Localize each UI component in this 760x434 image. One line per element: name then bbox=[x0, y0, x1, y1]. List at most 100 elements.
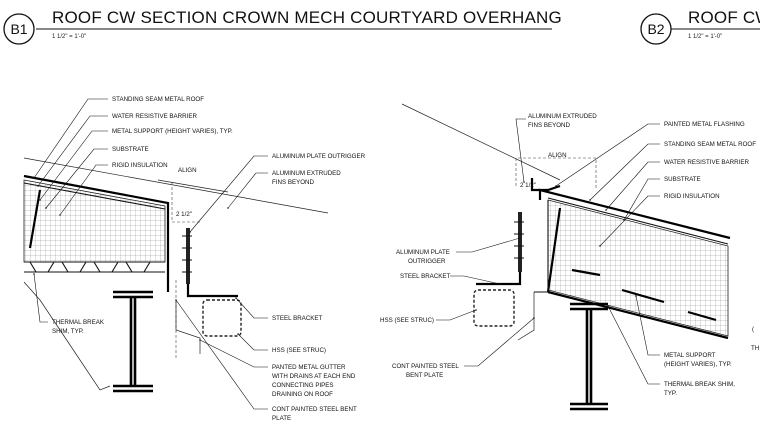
b2-edge-letter-1: ( bbox=[752, 326, 755, 333]
b1-align: ALIGN bbox=[178, 167, 197, 174]
b1-note-hss: HSS (SEE STRUC) bbox=[272, 347, 326, 354]
b1-steel-beam bbox=[113, 290, 153, 393]
b2-flashing bbox=[530, 178, 561, 192]
b2-edge-letter-2: TH bbox=[751, 345, 759, 352]
b1-leader-n12 bbox=[175, 299, 268, 410]
b2-note-hss: HSS (SEE STRUC) bbox=[380, 317, 434, 324]
b2-note-thermal-break-1: THERMAL BREAK SHIM, bbox=[664, 381, 735, 388]
b2-note-fins-2: FINS BEYOND bbox=[528, 122, 570, 129]
b2-steel-beam bbox=[570, 302, 608, 411]
b1-soffit bbox=[23, 281, 111, 391]
b1-barrier bbox=[23, 182, 166, 210]
b1-note-gutter-1: PANTED METAL GUTTER bbox=[272, 364, 346, 371]
b1-leader-n3 bbox=[39, 130, 108, 201]
b1-note-water-barrier: WATER RESISTIVE BARRIER bbox=[112, 113, 197, 120]
b1-note-steel-bracket: STEEL BRACKET bbox=[272, 315, 323, 322]
b2-tag: B2 bbox=[647, 21, 664, 37]
b1-note-bent-plate-1: CONT PAINTED STEEL BENT bbox=[272, 406, 357, 413]
b1-deck bbox=[24, 261, 165, 273]
b1-leader-n10 bbox=[237, 333, 268, 351]
b2-leader-m1 bbox=[515, 118, 526, 183]
b1-leader-n2 bbox=[37, 115, 108, 187]
b2-edge bbox=[534, 200, 549, 293]
b2-note-bent-plate-1: CONT PAINTED STEEL bbox=[392, 363, 459, 370]
b2-underside bbox=[547, 290, 729, 340]
b1-note-fins-2: FINS BEYOND bbox=[272, 179, 314, 186]
b2-leader-m9 bbox=[436, 309, 477, 321]
b2-leader-m6 bbox=[599, 195, 660, 247]
b2-hss bbox=[473, 289, 515, 327]
b1-leader-n1 bbox=[33, 98, 108, 179]
b2-outrigger-bolts bbox=[514, 221, 524, 259]
b2-leader-m5 bbox=[623, 178, 660, 221]
b2-slope-line bbox=[401, 103, 561, 181]
b1-note-gutter-3: CONNECTING PIPES bbox=[272, 382, 334, 389]
b1-note-substrate: SUBSTRATE bbox=[112, 146, 149, 153]
b2-leader-m4 bbox=[605, 161, 660, 211]
b1-gutter bbox=[175, 300, 201, 354]
b2-shims bbox=[571, 268, 717, 322]
b1-outrigger bbox=[186, 228, 190, 284]
b1-drawing: ALIGN 2 1/2" STANDING SEAM METAL ROOF WA… bbox=[23, 96, 366, 422]
b1-roof-slope-line bbox=[23, 157, 329, 214]
b1-tag-circle bbox=[3, 13, 35, 45]
b2-note-water-barrier: WATER RESISTIVE BARRIER bbox=[664, 159, 749, 166]
b2-leader-m7 bbox=[456, 237, 521, 253]
b2-note-metal-support-2: (HEIGHT VARIES), TYP. bbox=[664, 361, 732, 368]
b2-note-outrigger-1: ALUMINUM PLATE bbox=[396, 249, 450, 256]
b1-metal-roof bbox=[23, 174, 170, 222]
b1-note-gutter-2: WITH DRAINS AT EACH END bbox=[272, 373, 356, 380]
b2-bent-plate bbox=[517, 292, 535, 341]
b1-align-line bbox=[157, 179, 229, 193]
b1-header: B1 ROOF CW SECTION CROWN MECH COURTYARD … bbox=[3, 8, 562, 45]
b1-note-gutter-4: DRAINING ON ROOF bbox=[272, 391, 333, 398]
b2-note-thermal-break-2: TYP. bbox=[664, 390, 677, 397]
b1-leader-n8 bbox=[227, 172, 268, 209]
b1-leader-n5 bbox=[59, 164, 108, 216]
b2-barrier bbox=[547, 197, 729, 245]
b1-leader-n9 bbox=[235, 297, 268, 319]
b2-scale: 1 1/2" = 1'-0" bbox=[688, 34, 722, 40]
b1-note-thermal-break-2: SHIM, TYP. bbox=[52, 328, 84, 335]
b1-outrigger-bolts bbox=[182, 235, 192, 273]
b1-scale: 1 1/2" = 1'-0" bbox=[52, 34, 86, 40]
b2-note-standing-seam: STANDING SEAM METAL ROOF bbox=[664, 141, 756, 148]
b2-note-flashing: PAINTED METAL FLASHING bbox=[664, 121, 745, 128]
b2-edge-support bbox=[546, 207, 562, 293]
b2-align: ALIGN bbox=[548, 152, 567, 159]
b1-note-thermal-break-1: THERMAL BREAK bbox=[52, 319, 105, 326]
b2-steel-bracket bbox=[476, 272, 522, 286]
b2-title: ROOF CW bbox=[688, 8, 760, 27]
b2-align-box bbox=[515, 157, 597, 190]
b1-leader-n4 bbox=[45, 148, 108, 209]
b2-note-bent-plate-2: BENT PLATE bbox=[406, 372, 443, 379]
b1-hss bbox=[202, 299, 242, 337]
b2-leader-m10 bbox=[464, 317, 535, 367]
b1-leader-n7 bbox=[189, 155, 268, 233]
b1-insulation bbox=[23, 179, 166, 263]
b1-support-1 bbox=[28, 189, 42, 249]
b1-tag: B1 bbox=[10, 21, 27, 37]
b1-steel-bracket bbox=[186, 284, 238, 298]
b1-note-standing-seam: STANDING SEAM METAL ROOF bbox=[112, 96, 204, 103]
b2-note-steel-bracket: STEEL BRACKET bbox=[400, 273, 451, 280]
b2-leader-m12 bbox=[607, 305, 660, 385]
b2-note-rigid-insulation: RIGID INSULATION bbox=[664, 193, 720, 200]
b2-outrigger bbox=[518, 212, 522, 272]
b1-leader-n11 bbox=[199, 339, 268, 368]
b2-header: B2 ROOF CW 1 1/2" = 1'-0" bbox=[640, 8, 760, 45]
b2-leader-m2 bbox=[555, 123, 660, 187]
b1-note-bent-plate-2: PLATE bbox=[272, 415, 291, 422]
b1-dim: 2 1/2" bbox=[176, 211, 192, 218]
b1-leader-n6 bbox=[33, 273, 48, 323]
b2-note-outrigger-2: OUTRIGGER bbox=[408, 258, 446, 265]
b1-note-plate-outrigger: ALUMINUM PLATE OUTRIGGER bbox=[272, 153, 366, 160]
b1-note-fins-1: ALUMINUM EXTRUDED bbox=[272, 170, 341, 177]
b2-note-metal-support-1: METAL SUPPORT bbox=[664, 352, 716, 359]
b1-note-metal-support: METAL SUPPORT (HEIGHT VARIES), TYP. bbox=[112, 128, 233, 135]
b2-note-fins-1: ALUMINUM EXTRUDED bbox=[528, 113, 597, 120]
b2-leader-m8 bbox=[450, 275, 501, 285]
b2-note-substrate: SUBSTRATE bbox=[664, 176, 701, 183]
b2-leader-m11 bbox=[635, 295, 660, 356]
